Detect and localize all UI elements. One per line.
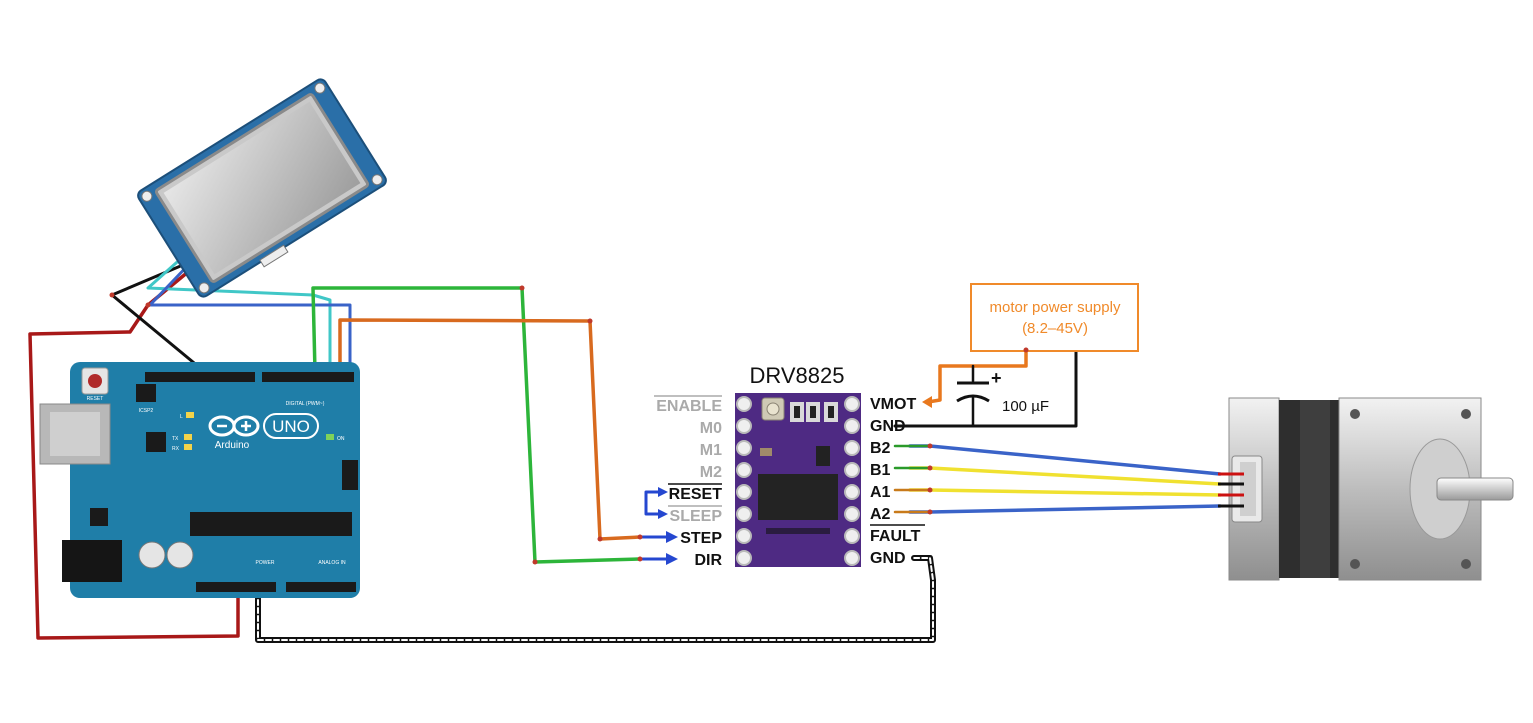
capacitor-1 [138, 541, 166, 569]
dc-jack [62, 540, 122, 582]
touch-display [137, 78, 387, 298]
arduino-model: UNO [272, 417, 310, 436]
pin-reset: RESET [669, 486, 723, 503]
mount-hole [314, 82, 326, 94]
step-arrow [666, 531, 678, 543]
drv8825-title: DRV8825 [750, 363, 845, 388]
wire-blue [148, 256, 352, 374]
svg-text:RX: RX [172, 446, 180, 452]
pin-gnd-top: GND [870, 418, 906, 435]
dir-arrow [666, 553, 678, 565]
pin-b2: B2 [870, 440, 891, 457]
drv8825-left-labels: ENABLE M0 M1 M2 RESET SLEEP STEP DIR [654, 395, 723, 569]
wire-orange-step [338, 318, 642, 541]
junction-dots [109, 285, 1029, 565]
usb-chip [146, 432, 166, 452]
wire-a1-yellow [908, 488, 1222, 497]
pin-fault: FAULT [870, 528, 921, 545]
svg-text:POWER: POWER [256, 560, 275, 566]
digital-header-left [145, 372, 255, 382]
pin-sleep: SLEEP [670, 508, 723, 525]
pin-m2: M2 [700, 464, 722, 481]
pin-enable: ENABLE [656, 398, 722, 415]
icsp2-label: ICSP2 [139, 408, 154, 414]
power-header [196, 582, 276, 592]
stepper-motor [1218, 397, 1514, 581]
wire-psu-negative [912, 348, 1078, 428]
icsp-header [342, 460, 358, 490]
icsp2-header [136, 384, 156, 402]
motor-shaft [1436, 477, 1514, 501]
pin-gnd-bottom: GND [870, 550, 906, 567]
reset-sleep-jumper [644, 490, 662, 516]
digital-label: DIGITAL (PWM~) [286, 401, 325, 407]
pin-m0: M0 [700, 420, 722, 437]
arduino-brand: Arduino [215, 440, 250, 451]
arduino-logo [208, 415, 260, 437]
svg-text:L: L [180, 414, 183, 420]
reset-label: RESET [87, 396, 104, 402]
svg-text:ON: ON [337, 436, 345, 442]
regulator [90, 508, 108, 526]
svg-text:TX: TX [172, 436, 179, 442]
drv8825-module: DRV8825 [735, 363, 861, 567]
capacitor-plus: + [991, 368, 1002, 388]
capacitor-2 [166, 541, 194, 569]
drv8825-right-labels: VMOT GND B2 B1 A1 A2 FAULT GND [870, 396, 925, 567]
mount-hole [141, 190, 153, 202]
arduino-uno: RESET DIGITAL (PWM~) ICSP2 L TX RX UNO A… [39, 362, 360, 598]
svg-text:ANALOG IN: ANALOG IN [318, 560, 346, 566]
atmega-chip [190, 512, 352, 536]
wire-psu-positive [926, 348, 1028, 404]
capacitor-symbol: + 100 µF [956, 368, 1049, 415]
drv8825-right-pads [844, 396, 860, 566]
pin-m1: M1 [700, 442, 722, 459]
pin-b1: B1 [870, 462, 891, 479]
pin-a2: A2 [870, 506, 891, 523]
wire-a2-blue [908, 504, 1222, 514]
pin-a1: A1 [870, 484, 891, 501]
analog-header [286, 582, 356, 592]
pin-vmot: VMOT [870, 396, 916, 413]
pin-dir: DIR [694, 552, 722, 569]
mount-hole [371, 174, 383, 186]
mount-hole [198, 282, 210, 294]
drv8825-chip [758, 474, 838, 520]
digital-header-right [262, 372, 354, 382]
power-supply-line2: (8.2–45V) [1022, 320, 1088, 337]
pin-step: STEP [680, 530, 722, 547]
capacitor-value: 100 µF [1002, 398, 1049, 415]
power-supply-line1: motor power supply [990, 299, 1121, 316]
drv8825-left-pads [736, 396, 752, 566]
power-supply-box [970, 283, 1139, 352]
arduino-board [70, 362, 360, 598]
motor-power-supply: motor power supply (8.2–45V) [970, 283, 1139, 352]
display-connector [259, 244, 289, 268]
vmot-arrow [922, 396, 932, 408]
